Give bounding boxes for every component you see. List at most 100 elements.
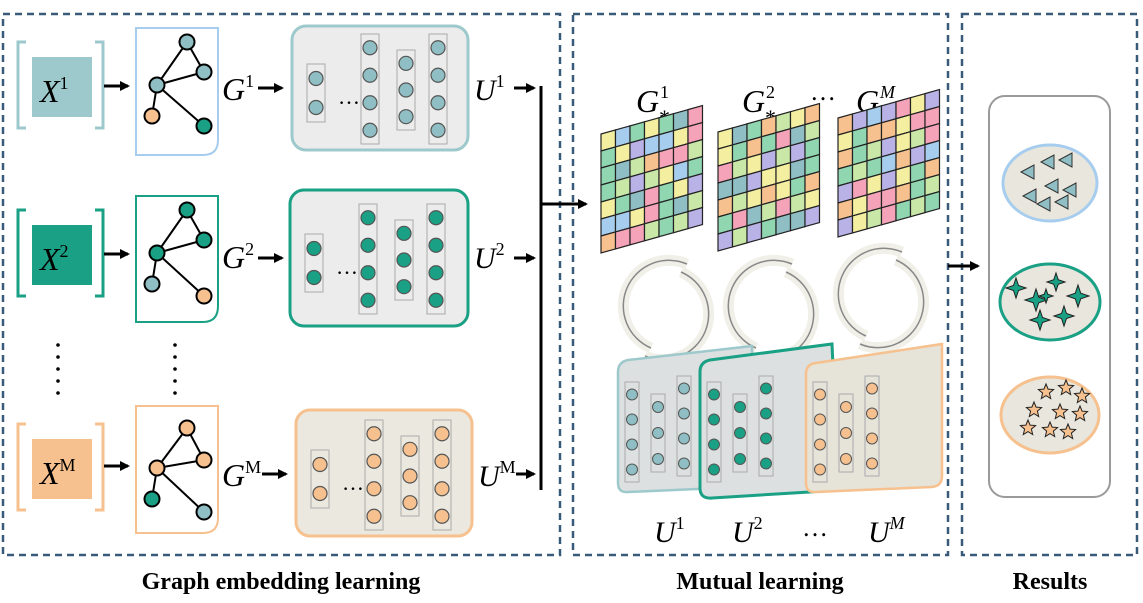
neuron-node xyxy=(814,413,826,426)
neuron-node xyxy=(760,407,772,420)
stack-label-u1: U1 xyxy=(654,513,685,549)
grid-cell xyxy=(789,208,806,232)
neuron-node xyxy=(306,240,322,257)
star-marker xyxy=(1025,400,1043,418)
embedding-panel-1 xyxy=(290,24,470,152)
input-label-x1: X1 xyxy=(38,73,69,109)
embedding-label-um: UM xyxy=(478,457,516,493)
input-matrix-x1 xyxy=(32,57,92,117)
embedding-label-u1: U1 xyxy=(474,71,505,107)
neuron-node xyxy=(308,99,324,116)
embedding-stack xyxy=(616,342,944,500)
neuron-node xyxy=(678,407,690,420)
consensus-grid-1 xyxy=(600,104,704,254)
neuron-node xyxy=(366,453,382,469)
view-2-row: X2 G2 … U2 xyxy=(16,188,505,328)
grid-cell xyxy=(600,231,617,254)
grid-cell xyxy=(658,214,675,238)
neuron-node xyxy=(760,382,772,395)
triangle-marker xyxy=(1019,164,1035,180)
neuron-node xyxy=(760,457,772,470)
neuron-node xyxy=(814,438,826,451)
neuron-node xyxy=(362,95,378,111)
neuron-node xyxy=(308,70,324,87)
neuron-node xyxy=(366,426,382,442)
grid-cell xyxy=(880,202,897,226)
caption-results: Results xyxy=(1013,569,1088,595)
neuron-node xyxy=(434,481,450,497)
neuron-node xyxy=(402,495,418,511)
neuron-node xyxy=(312,485,328,502)
neuron-node xyxy=(866,407,878,420)
consensus-grid-2 xyxy=(717,102,821,252)
star-marker xyxy=(1051,402,1069,420)
section-frame-mutual xyxy=(571,12,950,557)
cluster-3 xyxy=(999,375,1101,455)
neuron-node xyxy=(840,427,852,439)
graph-label-g2: G2 xyxy=(222,239,254,275)
neuron-node xyxy=(626,413,638,426)
neuron-node xyxy=(362,122,378,138)
grid-cell xyxy=(629,223,646,246)
neuron-node xyxy=(840,453,852,465)
neuron-node xyxy=(708,413,720,426)
sparkle-marker xyxy=(1004,276,1028,300)
sparkle-marker xyxy=(1065,283,1091,309)
triangle-marker xyxy=(1021,188,1037,204)
neuron-node xyxy=(626,463,638,476)
grid-cell xyxy=(731,225,748,248)
cluster-1 xyxy=(1001,143,1099,223)
neuron-node xyxy=(434,426,450,442)
sparkle-marker xyxy=(1023,287,1049,313)
stack-embedding-labels: U1 U2 … UM xyxy=(654,513,906,549)
view-m-row: XM GM … UM xyxy=(16,405,516,538)
neuron-node xyxy=(434,453,450,469)
neuron-node xyxy=(396,252,412,268)
neuron-node xyxy=(398,82,414,98)
stack-ellipsis: … xyxy=(802,513,828,542)
neuron-node xyxy=(652,453,664,465)
svg-text:M: M xyxy=(879,82,896,102)
neuron-node xyxy=(402,468,418,484)
neuron-node xyxy=(428,265,444,281)
merge-connector xyxy=(514,83,588,490)
neuron-node xyxy=(360,265,376,281)
grid-cell xyxy=(851,211,868,234)
neuron-node xyxy=(430,122,446,138)
neuron-node xyxy=(652,401,664,413)
caption-graph-embedding: Graph embedding learning xyxy=(142,569,421,595)
neuron-node xyxy=(430,95,446,111)
neuron-node xyxy=(814,388,826,401)
neuron-node xyxy=(428,210,444,226)
neuron-node xyxy=(678,432,690,445)
star-marker xyxy=(1057,378,1075,396)
star-marker xyxy=(1019,418,1037,436)
star-marker xyxy=(1073,386,1091,404)
graph-m xyxy=(143,419,213,521)
neuron-node xyxy=(434,508,450,524)
nn-layers-m: … xyxy=(310,419,452,531)
neuron-node xyxy=(428,292,444,308)
grid-cell xyxy=(760,216,777,240)
neuron-node xyxy=(430,40,446,56)
triangle-marker xyxy=(1057,152,1073,168)
sparkle-marker xyxy=(1037,287,1055,305)
neuron-node xyxy=(708,463,720,476)
neuron-node xyxy=(396,225,412,241)
triangle-marker xyxy=(1061,182,1077,198)
stack-label-u2: U2 xyxy=(732,513,763,549)
vertical-ellipsis-left xyxy=(56,343,177,395)
neuron-node xyxy=(362,67,378,83)
grid-cell xyxy=(614,227,631,250)
neuron-node xyxy=(402,441,418,457)
layer-ellipsis: … xyxy=(338,84,360,109)
neuron-node xyxy=(652,427,664,439)
neuron-node xyxy=(866,457,878,470)
neuron-node xyxy=(366,481,382,497)
stack-label-um: UM xyxy=(868,513,906,549)
input-matrix-x2 xyxy=(32,225,92,285)
neuron-node xyxy=(840,401,852,413)
neuron-node xyxy=(430,67,446,83)
consensus-label-1: G xyxy=(636,83,659,119)
